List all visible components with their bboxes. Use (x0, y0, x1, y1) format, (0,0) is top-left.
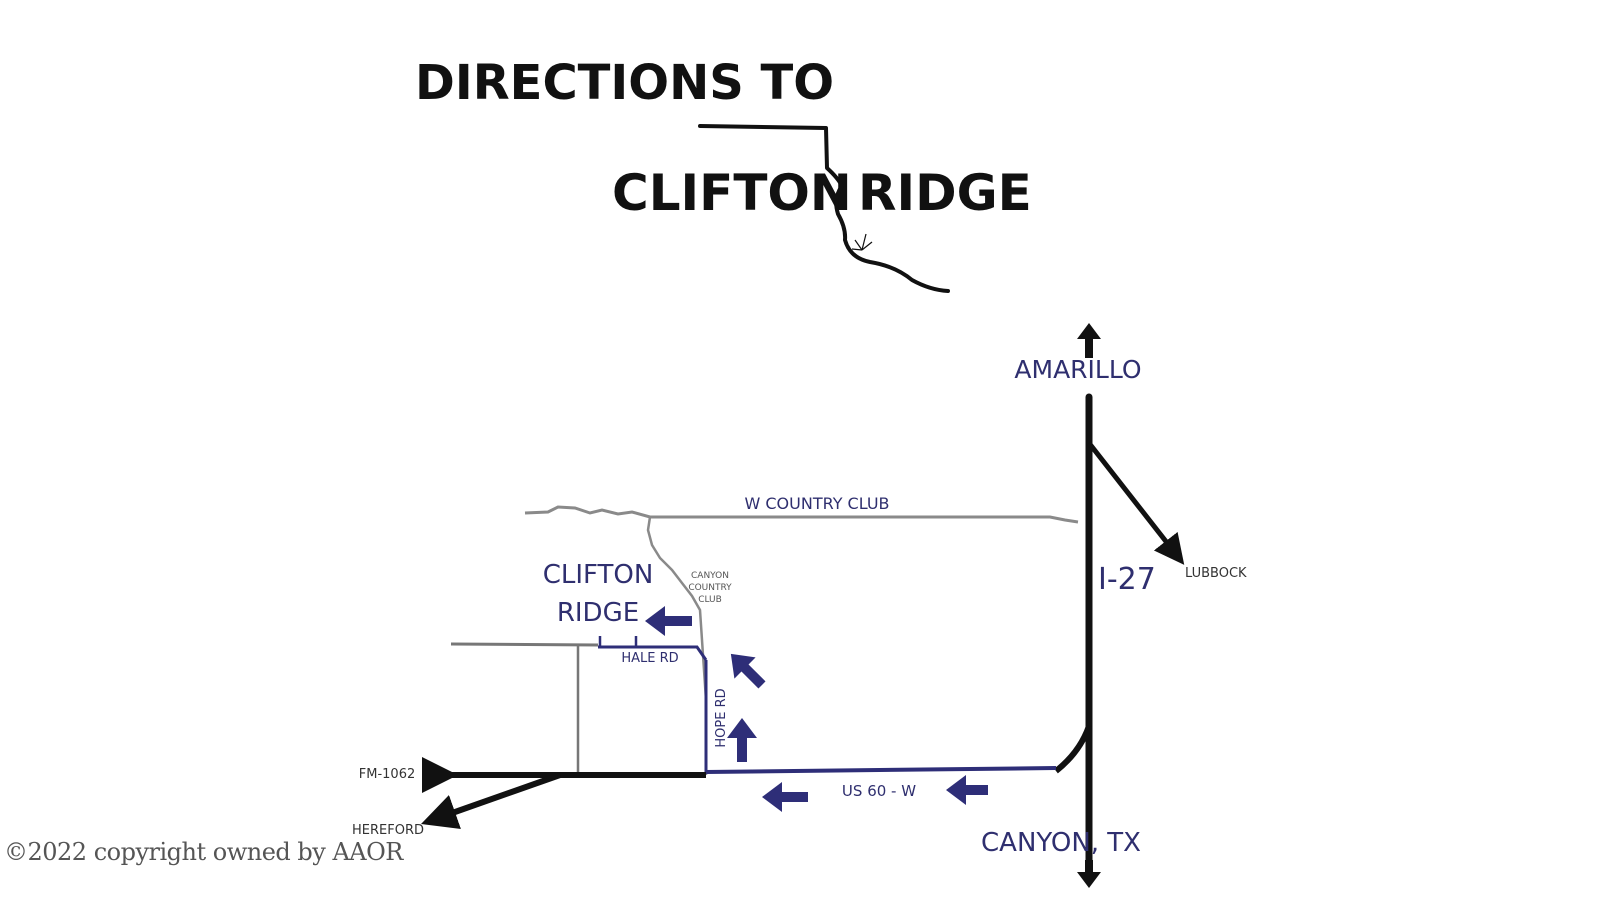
country-club-landmark-label-1: CANYON (691, 571, 729, 581)
i27-label: I-27 (1098, 562, 1156, 597)
lubbock-label: LUBBOCK (1185, 566, 1247, 581)
canyon-label: CANYON, TX (981, 828, 1141, 858)
title-line1: DIRECTIONS TO (415, 55, 834, 111)
tree-icon (851, 233, 873, 251)
canyon-arrow-icon (1077, 860, 1101, 888)
route-arrow-north-icon (727, 718, 757, 762)
lubbock-spur-line (1087, 441, 1185, 565)
title-clifton: CLIFTON (612, 164, 852, 222)
clifton-ridge-label-1: CLIFTON (543, 560, 654, 590)
route-arrow-destination-icon (645, 606, 692, 636)
route-arrow-northwest-icon (730, 653, 766, 689)
ridge-outline-line (698, 124, 950, 293)
clifton-ridge-label-2: RIDGE (557, 598, 639, 628)
title-ridge: RIDGE (858, 164, 1032, 222)
country-club-drive-line (646, 516, 708, 775)
hale-rd-route-line (598, 645, 708, 661)
logo: DIRECTIONS TO CLIFTON RIDGE (415, 55, 1032, 293)
copyright-watermark: ©2022 copyright owned by AAOR (4, 838, 403, 866)
us60-label: US 60 - W (842, 782, 916, 800)
amarillo-label: AMARILLO (1014, 355, 1141, 384)
country-club-landmark-label-2: COUNTRY (688, 583, 732, 593)
western-road-line (450, 642, 599, 647)
country-club-landmark-label-3: CLUB (698, 595, 722, 605)
hereford-line (421, 772, 561, 829)
hale-rd-label: HALE RD (621, 651, 678, 666)
country-club-label: W COUNTRY CLUB (744, 494, 889, 513)
hope-rd-label: HOPE RD (714, 688, 729, 747)
us60-east-curve-line (1054, 724, 1092, 774)
amarillo-arrow-icon (1077, 323, 1101, 358)
hereford-label: HEREFORD (352, 823, 424, 838)
country-club-road-line (524, 505, 1079, 524)
route-arrow-west-icon (762, 782, 808, 812)
fm1062-label: FM-1062 (359, 767, 415, 782)
route-arrow-west-icon (946, 775, 988, 805)
us60-route-line (705, 766, 1057, 774)
